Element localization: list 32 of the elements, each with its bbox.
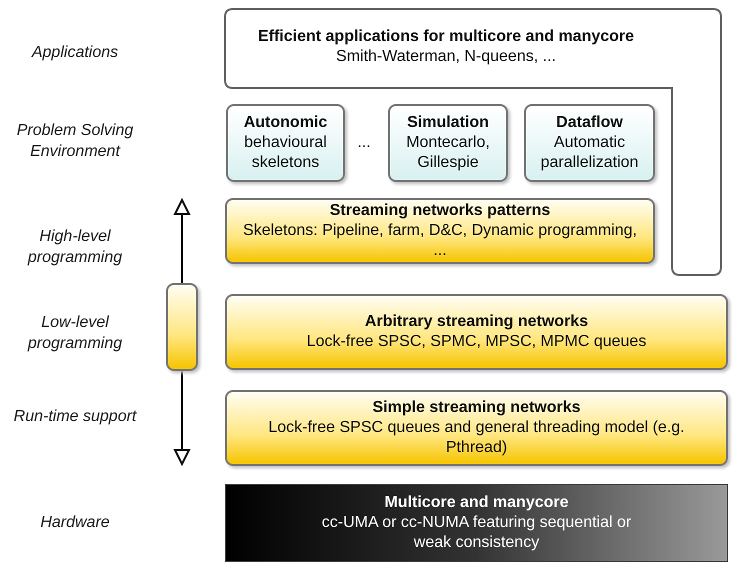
box-heading: Dataflow	[556, 113, 623, 133]
box-text: behavioural skeletons	[243, 133, 328, 173]
box-text: Lock-free SPSC queues and general threading model (e.g. Pthread)	[267, 418, 686, 458]
box-heading: Autonomic	[244, 113, 328, 133]
box-text: Automatic parallelization	[540, 133, 640, 173]
environment-box	[226, 104, 345, 182]
environment-box	[524, 104, 655, 182]
layer-box	[225, 198, 655, 264]
box-heading: Streaming networks patterns	[330, 201, 550, 221]
empty-box	[166, 283, 198, 371]
box-text: Montecarlo, Gillespie	[405, 133, 491, 173]
box-heading: Arbitrary streaming networks	[364, 312, 588, 332]
box-heading: Simple streaming networks	[372, 398, 581, 418]
layer-label: Low-level programming	[26, 313, 124, 354]
layer-label: Hardware	[39, 513, 111, 533]
layer-label: Problem Solving Environment	[16, 121, 134, 162]
ellipsis-text: ...	[356, 133, 372, 153]
box-heading: Multicore and manycore	[384, 493, 569, 513]
application-panel	[224, 8, 722, 276]
layer-label: Applications	[30, 43, 120, 63]
layer-box	[225, 294, 728, 370]
box-heading: Simulation	[407, 113, 489, 133]
panel-text: Smith-Waterman, N-queens, ...	[336, 47, 556, 67]
box-text: Skeletons: Pipeline, farm, D&C, Dynamic programming, ...	[242, 221, 638, 261]
panel-heading: Efficient applications for multicore and manycore	[258, 27, 634, 47]
hardware-box	[225, 484, 728, 562]
layer-box	[225, 390, 728, 466]
box-text: cc-UMA or cc-NUMA featuring sequential or weak consistency	[320, 513, 632, 553]
box-text: Lock-free SPSC, SPMC, MPSC, MPMC queues	[306, 332, 646, 352]
layer-label: Run-time support	[12, 407, 138, 427]
environment-box	[388, 104, 508, 182]
layer-label: High-level programming	[26, 227, 124, 268]
